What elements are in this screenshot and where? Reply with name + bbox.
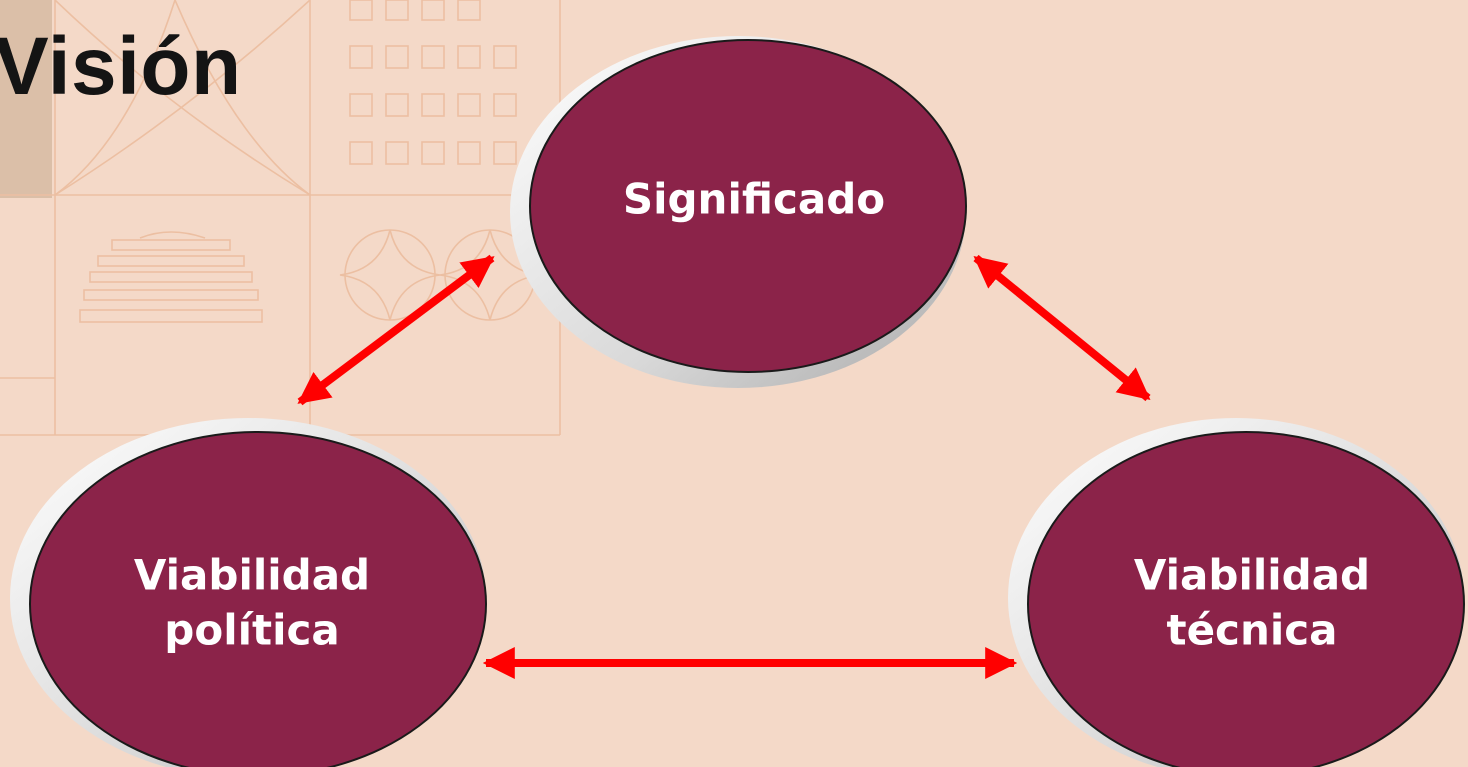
diagram-connections — [297, 254, 1151, 679]
arrow-politica-significado — [297, 254, 495, 406]
node-viabilidad-politica-label-line-2: política — [164, 605, 340, 654]
title-accent-block — [0, 0, 52, 198]
pattern-stacked-dome — [79, 231, 263, 323]
pattern-square-grid — [349, 0, 517, 165]
node-viabilidad-tecnica-label-line-2: técnica — [1166, 605, 1338, 654]
node-viabilidad-politica-label-line-1: Viabilidad — [133, 550, 371, 600]
node-significado-shape — [510, 36, 967, 388]
node-significado: Significado — [623, 173, 885, 228]
arrow-significado-tecnica — [973, 254, 1151, 402]
node-viabilidad-tecnica-label-line-1: Viabilidad — [1133, 550, 1371, 600]
node-viabilidad-politica: Viabilidad política — [134, 548, 370, 657]
node-viabilidad-politica-shape — [10, 418, 487, 767]
node-viabilidad-tecnica: Viabilidad técnica — [1134, 548, 1370, 657]
slide-title: Visión — [0, 21, 242, 112]
pattern-star-ornament — [339, 229, 541, 321]
node-significado-label-line-1: Significado — [622, 174, 886, 224]
node-viabilidad-tecnica-shape — [1008, 418, 1465, 767]
